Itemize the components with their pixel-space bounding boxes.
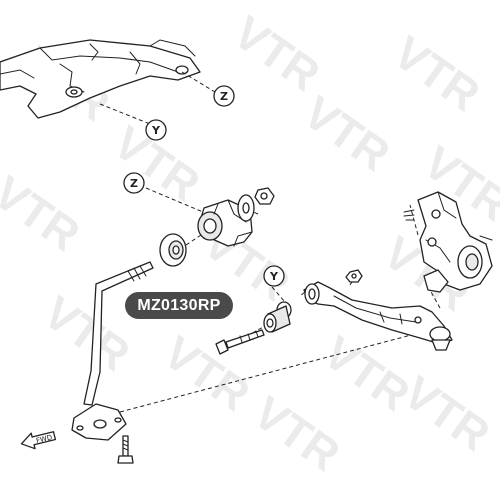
small-nut-arm [345, 269, 363, 283]
bushing-washer [237, 194, 255, 222]
watermark-text: VTR [244, 386, 349, 481]
svg-text:Z: Z [220, 90, 228, 103]
callout-z-upper: Z [213, 85, 235, 107]
lower-control-arm [303, 281, 453, 351]
svg-text:Z: Z [130, 177, 138, 190]
mounting-bolt-bottom [117, 435, 134, 464]
front-bushing [263, 301, 292, 333]
callout-y-upper: Y [145, 119, 167, 141]
forward-direction-arrow: FWD [20, 431, 57, 450]
strut-rod [71, 261, 154, 441]
part-number-label: MZ0130RP [125, 292, 233, 319]
front-bushing-bolt [215, 329, 265, 355]
bushing-nut [254, 187, 275, 205]
callout-z-lower: Z [123, 172, 145, 194]
svg-text:FWD: FWD [35, 433, 53, 445]
steering-knuckle [403, 191, 493, 293]
callout-y-lower: Y [263, 265, 285, 287]
svg-text:Y: Y [151, 124, 161, 137]
watermark-text: VTR [384, 26, 489, 121]
watermark-text: VTR [34, 286, 139, 381]
subframe-member [0, 39, 201, 119]
watermark-text: VTR [224, 6, 329, 101]
watermark-text: VTR [0, 166, 89, 261]
svg-text:Y: Y [269, 270, 279, 283]
large-washer [159, 233, 187, 267]
watermark-text: VTR [294, 86, 399, 181]
